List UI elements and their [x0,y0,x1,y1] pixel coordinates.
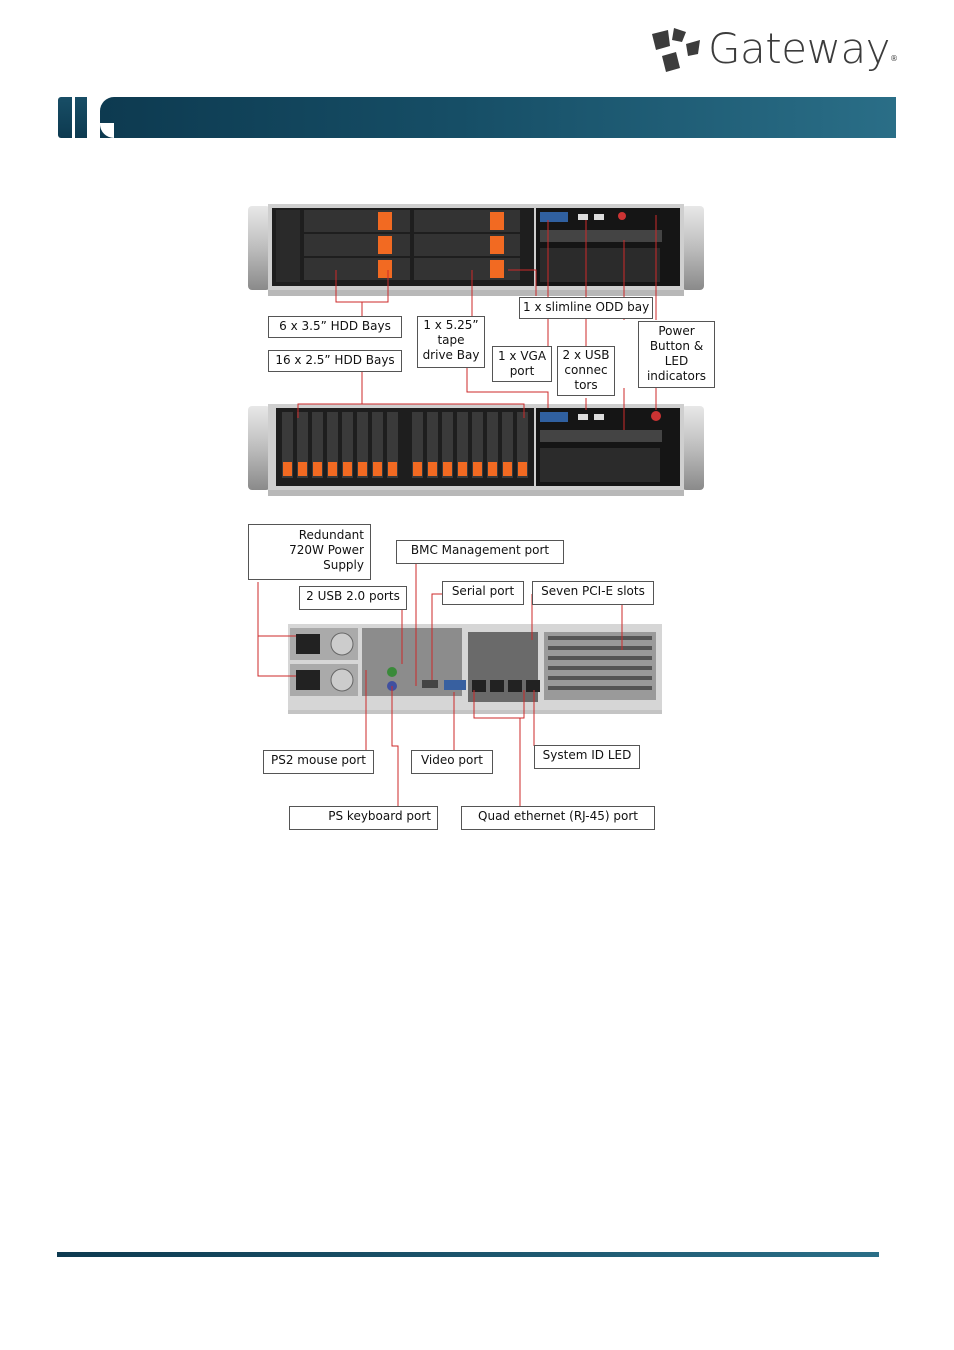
brand-registered-mark: ® [890,54,898,63]
power-line-2: Button & [649,339,704,353]
power-line-3: LED [664,354,689,368]
callout-redundant-power-supply: Redundant 720W Power Supply [248,524,371,580]
callout-vga-port: 1 x VGA port [492,346,552,382]
psu-line-1: Redundant [298,528,364,542]
footer-rule [57,1252,879,1257]
callout-ps-keyboard-port: PS keyboard port [289,806,438,830]
callout-usb-connectors: 2 x USB connec tors [557,346,615,396]
vga-line-1: 1 x VGA [497,349,547,363]
callout-usb-2-0-ports: 2 USB 2.0 ports [299,586,407,610]
callout-tape-drive-bay: 1 x 5.25” tape drive Bay [417,316,485,368]
gateway-cow-spots-icon [652,28,700,72]
header-bar-left [58,97,72,138]
callout-quad-ethernet-port: Quad ethernet (RJ-45) port [461,806,655,830]
callout-power-button-led: Power Button & LED indicators [638,321,715,388]
tape-bay-line-3: drive Bay [422,348,480,362]
header-band [100,97,896,138]
callout-video-port: Video port [411,750,493,774]
header-band-notch [100,123,114,138]
tape-bay-line-1: 1 x 5.25” [423,318,479,332]
callout-serial-port: Serial port [442,581,524,605]
callout-slimline-odd-bay: 1 x slimline ODD bay [519,297,653,319]
server-front-2-5-chassis [248,404,704,496]
server-front-3-5-chassis [248,204,704,296]
callout-ps2-mouse-port: PS2 mouse port [263,750,374,774]
power-line-4: indicators [646,369,707,383]
power-line-1: Power [658,324,695,338]
header-bar-mid [75,97,87,138]
brand-name: Gateway [708,24,891,73]
callout-pci-e-slots: Seven PCI-E slots [532,581,654,605]
callout-hdd-2-5-bays: 16 x 2.5” HDD Bays [268,350,402,372]
usb-line-1: 2 x USB [562,348,610,362]
psu-line-2: 720W Power [289,543,364,557]
tape-bay-line-2: tape [437,333,465,347]
callout-bmc-management-port: BMC Management port [396,540,564,564]
callout-hdd-3-5-bays: 6 x 3.5” HDD Bays [268,316,402,338]
usb-line-2: connec [564,363,608,377]
usb-line-3: tors [574,378,598,392]
server-rear-chassis [288,624,662,714]
vga-line-2: port [509,364,535,378]
psu-line-3: Supply [323,558,364,572]
callout-system-id-led: System ID LED [534,745,640,769]
